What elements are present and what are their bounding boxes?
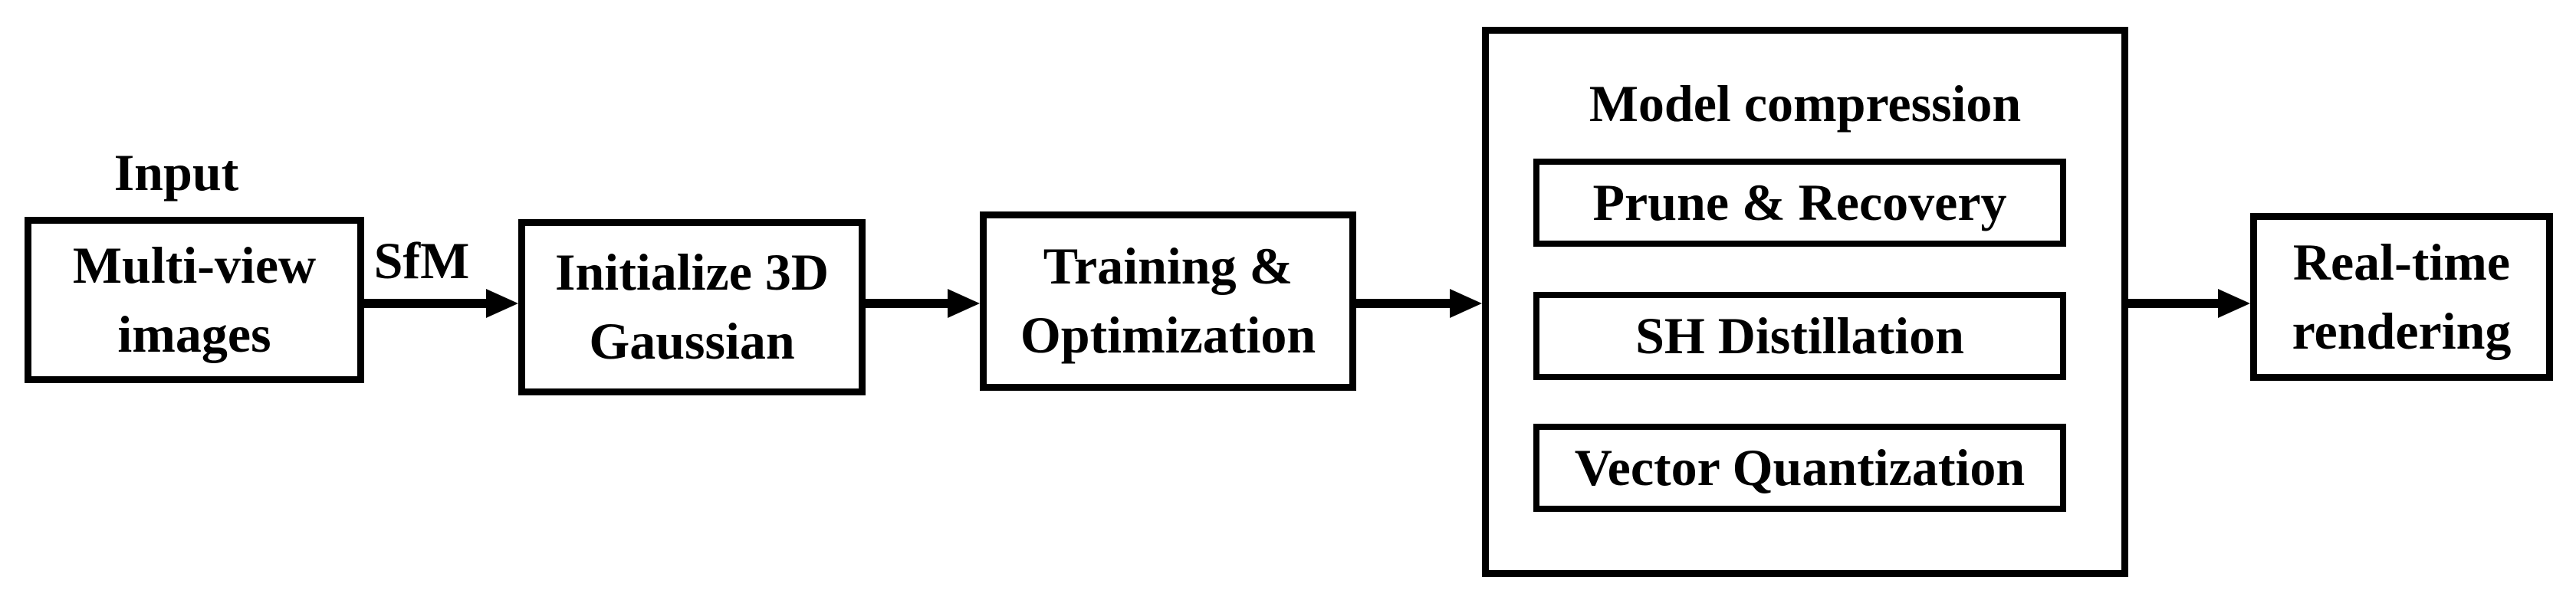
input-caption: Input (113, 143, 239, 202)
arrow-shaft (2128, 299, 2227, 308)
arrowhead-icon (2218, 289, 2250, 318)
arrowhead-icon (1450, 289, 1482, 318)
arrowhead-icon (486, 289, 518, 318)
sfm-arrow-label: SfM (373, 231, 470, 290)
node-training-optimization: Training & Optimization (980, 211, 1356, 391)
node-initialize-3d-gaussian: Initialize 3D Gaussian (518, 219, 866, 395)
subnode-sh-distillation: SH Distillation (1533, 292, 2066, 380)
arrowhead-icon (948, 289, 980, 318)
node-multi-view-images: Multi-view images (25, 217, 364, 383)
model-compression-title: Model compression (1589, 74, 2022, 133)
arrow-init-to-training (866, 289, 980, 318)
node-real-time-rendering: Real-time rendering (2250, 213, 2553, 381)
arrow-shaft (866, 299, 957, 308)
arrow-training-to-compression (1356, 289, 1482, 318)
arrow-sfm (362, 289, 518, 318)
group-model-compression: Model compression Prune & Recovery SH Di… (1482, 27, 2128, 577)
arrow-shaft (362, 299, 495, 308)
arrow-compression-to-rendering (2128, 289, 2250, 318)
subnode-prune-recovery: Prune & Recovery (1533, 159, 2066, 247)
subnode-vector-quantization: Vector Quantization (1533, 424, 2066, 512)
arrow-shaft (1356, 299, 1459, 308)
